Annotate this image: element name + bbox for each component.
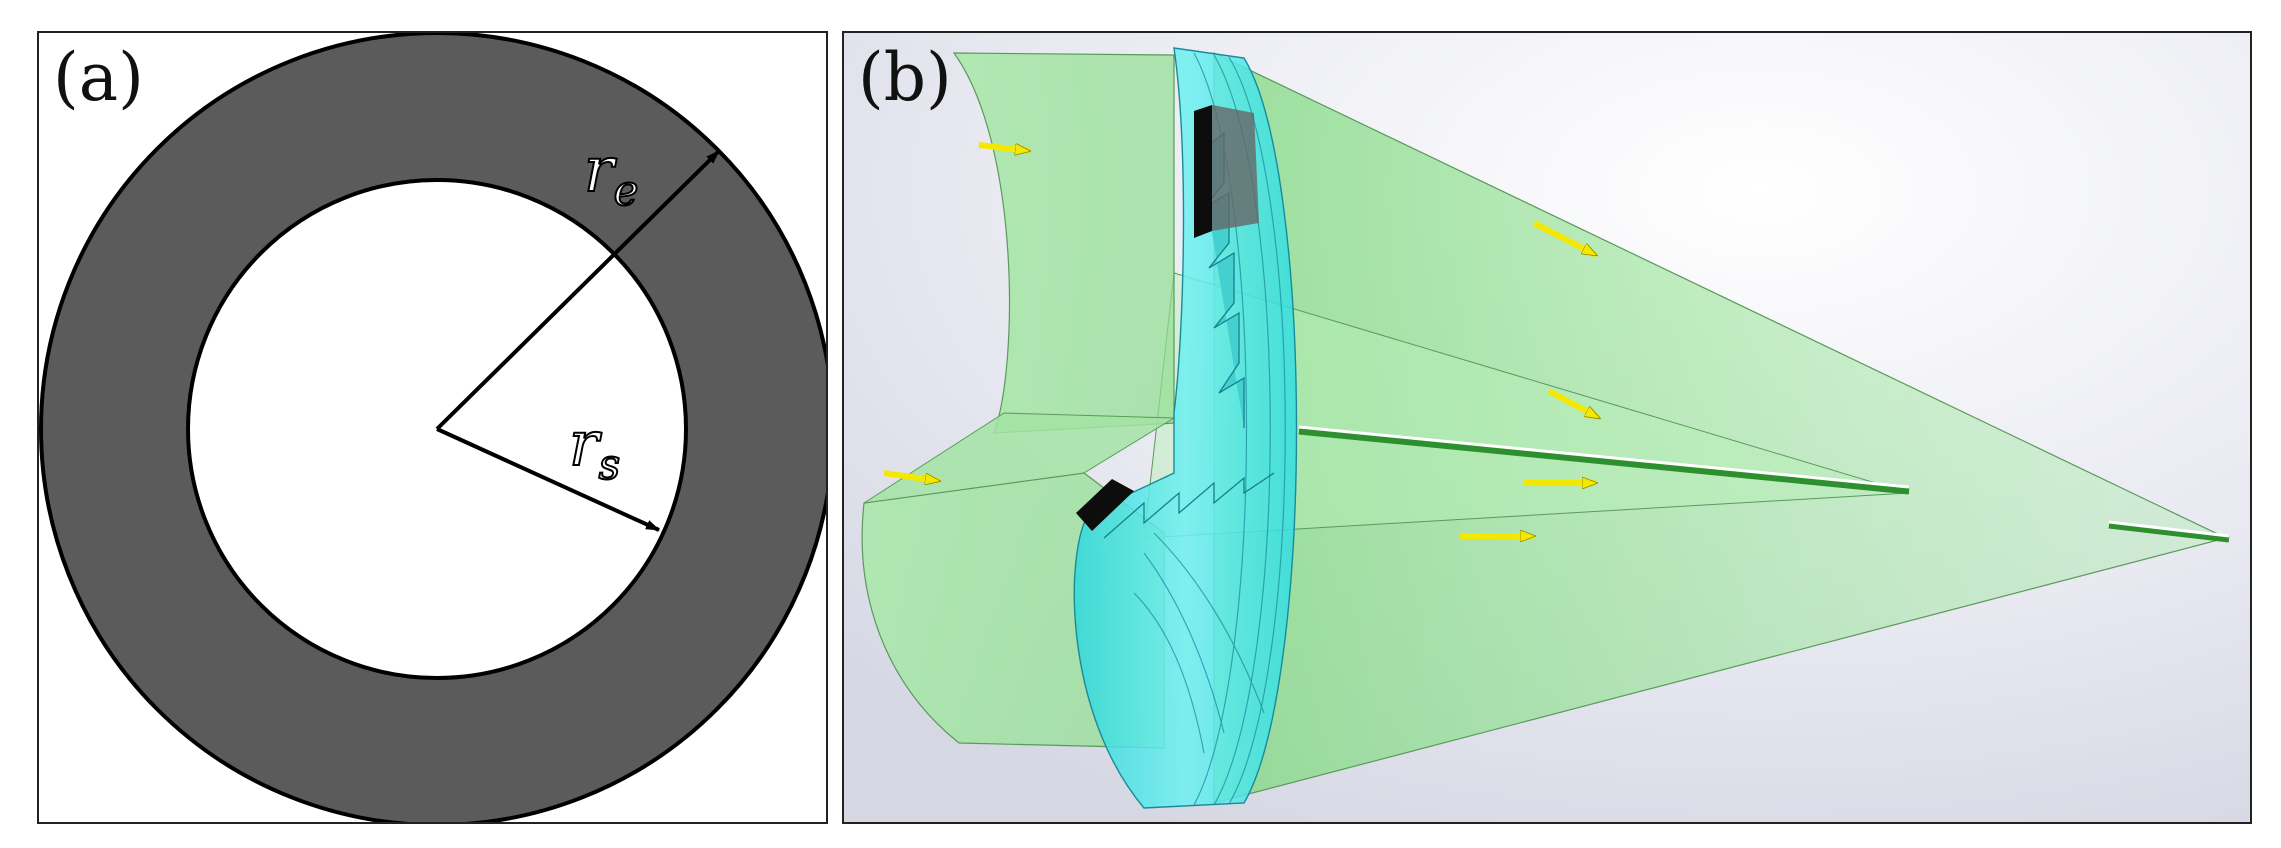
- fresnel-lens-body: [1073, 47, 1298, 809]
- fresnel-steps-lower: [1103, 472, 1275, 539]
- annulus-figure: re rs: [39, 33, 826, 822]
- radius-arrow-re: [435, 149, 721, 431]
- yellow-arrow-3: [1532, 220, 1596, 258]
- radius-arrow-rs: [436, 427, 660, 532]
- lens-cut-face-upper: [1194, 105, 1212, 238]
- focal-rod-outer: [2108, 521, 2230, 543]
- yellow-arrow-2: [883, 470, 939, 481]
- yellow-arrow-1: [978, 142, 1029, 151]
- yellow-arrow-4: [1547, 388, 1599, 421]
- label-rs: rs: [569, 407, 620, 489]
- panel-a-annulus-diagram: re rs (a): [37, 31, 828, 824]
- lens-cut-face-lower: [1076, 479, 1134, 531]
- focal-rod-inner-highlight: [1298, 425, 1910, 489]
- lens-3d-figure: [844, 33, 2250, 822]
- beam-direction-arrows: [883, 142, 1599, 536]
- label-re: re: [584, 133, 639, 215]
- panel-b-label: (b): [858, 39, 952, 116]
- lens-cut-face-grey: [1212, 105, 1259, 231]
- focal-rod-outer-highlight: [2108, 520, 2230, 538]
- focal-rod-inner: [1298, 427, 1910, 495]
- panel-b-lens-illustration: (b): [842, 31, 2252, 824]
- panel-a-label: (a): [53, 39, 144, 116]
